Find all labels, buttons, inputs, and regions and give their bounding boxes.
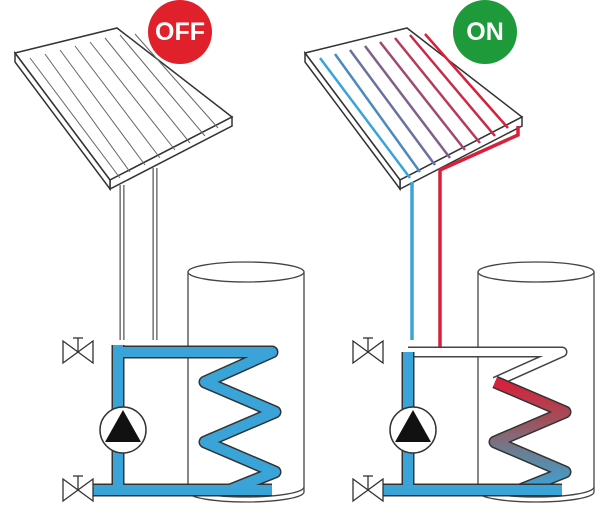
off-system — [14, 27, 305, 503]
on-badge: ON — [453, 0, 517, 64]
valve-icon — [352, 475, 384, 502]
pump-icon — [389, 406, 437, 454]
pump-icon — [99, 406, 147, 454]
panel-tubes-off — [29, 33, 219, 179]
riser-pipes-off — [119, 168, 158, 340]
off-badge: OFF — [148, 0, 212, 64]
valve-icon — [62, 337, 94, 364]
on-system — [304, 27, 595, 503]
valve-icon — [62, 475, 94, 502]
panel-tubes-on — [319, 33, 509, 179]
valve-icon — [352, 337, 384, 364]
